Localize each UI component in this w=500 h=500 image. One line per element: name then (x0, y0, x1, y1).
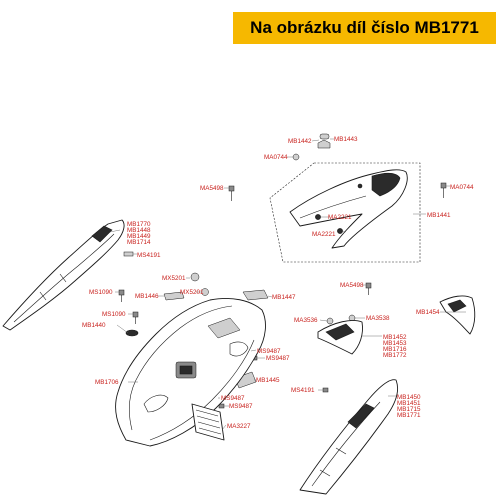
label-mb1443: MB1443 (334, 136, 358, 143)
label-mb1706: MB1706 (95, 379, 119, 386)
plate-panel (191, 403, 225, 441)
label-mb1452: MB1452 (383, 334, 407, 341)
label-mx5201-b: MX5201 (180, 289, 204, 296)
label-ma2221-b: MA2221 (312, 231, 336, 238)
label-ms4191-a: MS4191 (137, 252, 161, 259)
part-number-banner: Na obrázku díl číslo MB1771 (233, 12, 496, 44)
right-side-panel (317, 320, 363, 355)
label-mb1446: MB1446 (135, 293, 159, 300)
label-mb1448: MB1448 (127, 227, 151, 234)
label-ms9487-c: MS9487 (221, 395, 245, 402)
banner-caption: Na obrázku díl číslo MB1771 (250, 18, 479, 37)
label-ma0744-right: MA0744 (450, 184, 474, 191)
rear-carrier (269, 162, 421, 263)
label-mb1716: MB1716 (383, 346, 407, 353)
label-mb1447: MB1447 (272, 294, 296, 301)
storage-box (115, 298, 266, 447)
label-ma3538: MA3538 (366, 315, 390, 322)
label-ma3536: MA3536 (294, 317, 318, 324)
label-ma5498-mid: MA5498 (340, 282, 364, 289)
label-mb1714: MB1714 (127, 239, 151, 246)
label-mb1440: MB1440 (82, 322, 106, 329)
label-mb1772: MB1772 (383, 352, 407, 359)
part-labels: MB1442 MB1443 MA0744 MA5498 MA0744 MB177… (82, 136, 474, 430)
label-ma2221-a: MA2221 (328, 214, 352, 221)
label-mb1441: MB1441 (427, 212, 451, 219)
brackets (163, 289, 269, 389)
leader-lines (109, 138, 466, 431)
label-ms9487-b: MS9487 (266, 355, 290, 362)
label-mb1454: MB1454 (416, 309, 440, 316)
label-mb1715: MB1715 (397, 406, 421, 413)
label-mb1770: MB1770 (127, 221, 151, 228)
label-ms9487-d: MS9487 (229, 403, 253, 410)
label-mb1771: MB1771 (397, 412, 421, 419)
label-mb1450: MB1450 (397, 394, 421, 401)
label-ma5498-left: MA5498 (200, 185, 224, 192)
label-ma3227: MA3227 (227, 423, 251, 430)
label-mb1445: MB1445 (256, 377, 280, 384)
right-rear-cover (439, 295, 476, 335)
label-ms4191-b: MS4191 (291, 387, 315, 394)
label-mb1453: MB1453 (383, 340, 407, 347)
label-ms9487-a: MS9487 (257, 348, 281, 355)
right-side-cover (299, 379, 399, 495)
label-mb1449: MB1449 (127, 233, 151, 240)
left-side-cover (2, 219, 125, 331)
label-ms1090-b: MS1090 (102, 311, 126, 318)
label-mb1442: MB1442 (288, 138, 312, 145)
label-mb1451: MB1451 (397, 400, 421, 407)
label-ms1090-a: MS1090 (89, 289, 113, 296)
label-mx5201-a: MX5201 (162, 275, 186, 282)
label-ma0744-top: MA0744 (264, 154, 288, 161)
